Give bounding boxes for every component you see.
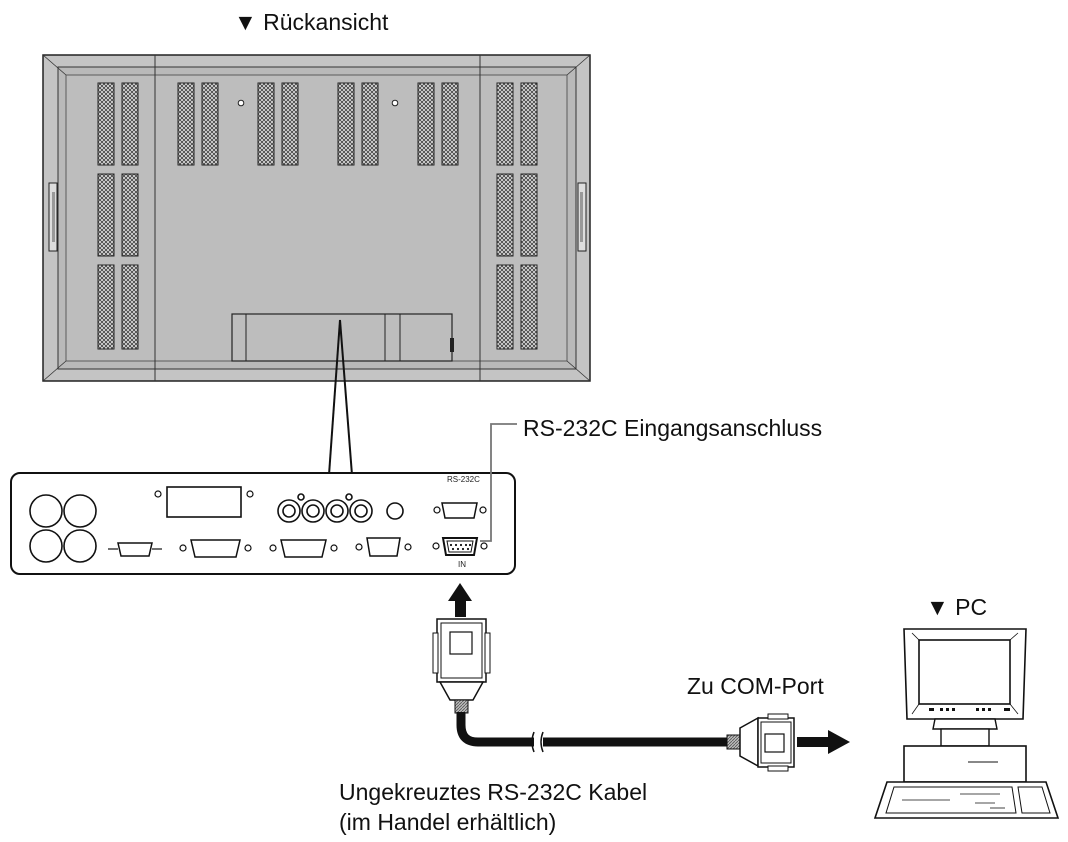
panel-in-label: IN (458, 560, 466, 569)
rs232c-input-label: RS-232C Eingangsanschluss (523, 415, 823, 441)
pc-label: ▼ PC (926, 594, 988, 620)
panel-rs232c-label: RS-232C (447, 475, 480, 484)
pc-computer (873, 628, 1060, 819)
db9-connector-vertical (432, 618, 491, 714)
cable-label-line2: (im Handel erhältlich) (339, 809, 557, 835)
db9-connector-horizontal (726, 713, 795, 772)
rs232c-leader-line (480, 423, 517, 542)
cable-label-line1: Ungekreuztes RS-232C Kabel (339, 779, 648, 805)
cable (456, 712, 727, 747)
tv-rear-panel (42, 54, 591, 382)
rear-view-label: ▼ Rückansicht (234, 9, 389, 35)
com-port-label: Zu COM-Port (687, 673, 824, 699)
rs232c-in-port (432, 537, 488, 556)
arrow-up-icon (448, 583, 472, 617)
connector-panel (10, 472, 516, 575)
cable-break-mark (531, 731, 544, 753)
zoom-callout (328, 319, 353, 476)
arrow-right-icon (797, 730, 850, 754)
